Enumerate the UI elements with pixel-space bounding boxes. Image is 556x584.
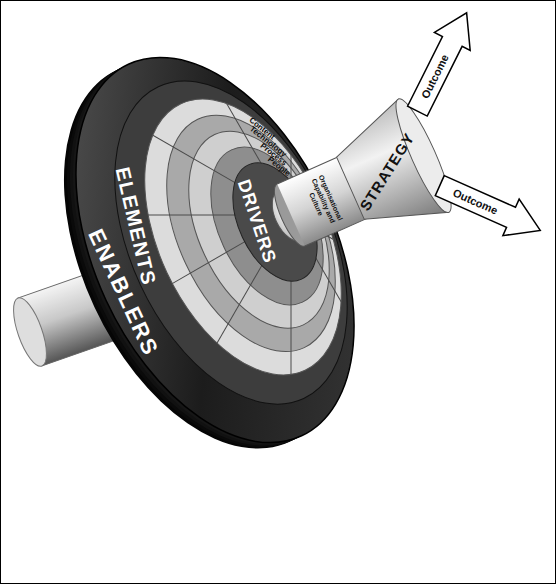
technology-ring-shape <box>132 89 369 378</box>
enablers-ring-shape <box>20 13 411 486</box>
arrow-shape <box>399 4 484 120</box>
arrow-shape <box>432 167 549 248</box>
cylinder-edge <box>305 218 369 246</box>
elements-ring-shape <box>68 44 395 440</box>
handle-cap <box>7 294 53 370</box>
